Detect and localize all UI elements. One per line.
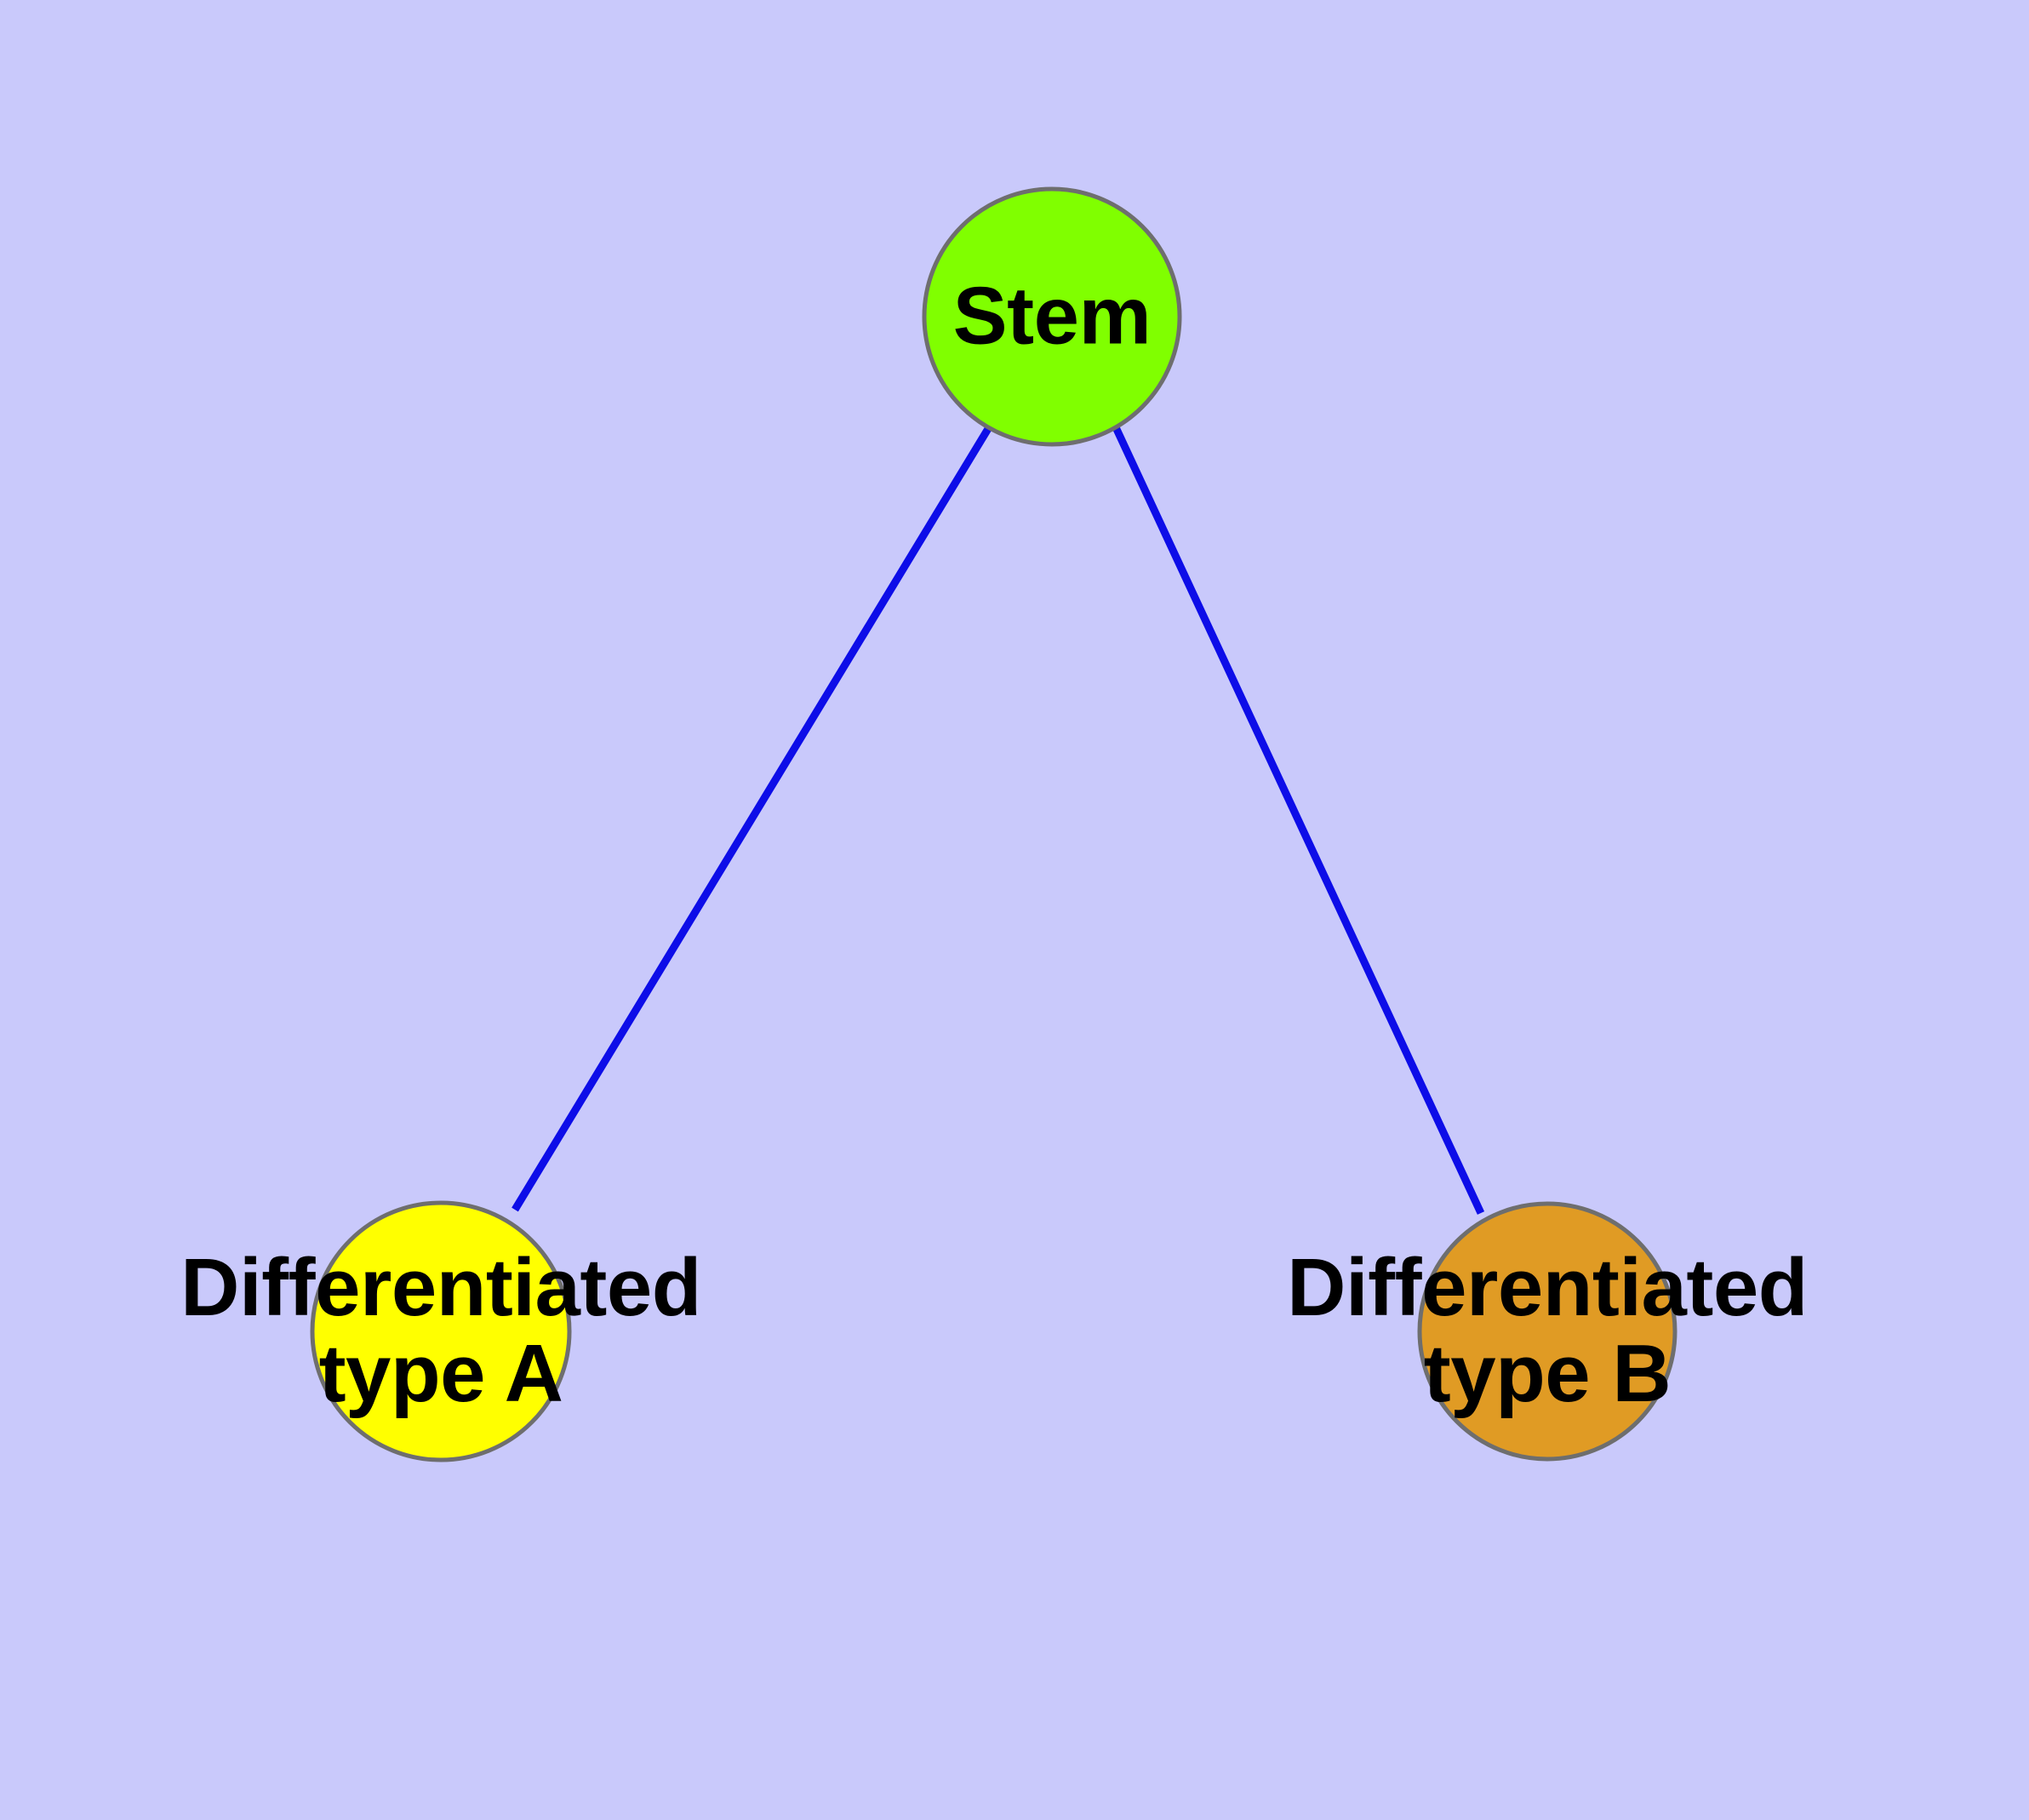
node-stem[interactable]: [922, 186, 1182, 447]
node-differentiated-type-b[interactable]: [1417, 1201, 1677, 1462]
edge-layer: [512, 425, 1485, 1215]
edge-stem-to-differentiated-type-b[interactable]: [1112, 426, 1485, 1215]
node-layer: [310, 186, 1677, 1462]
node-differentiated-type-a[interactable]: [310, 1200, 572, 1462]
edge-stem-to-differentiated-type-a[interactable]: [512, 425, 992, 1212]
